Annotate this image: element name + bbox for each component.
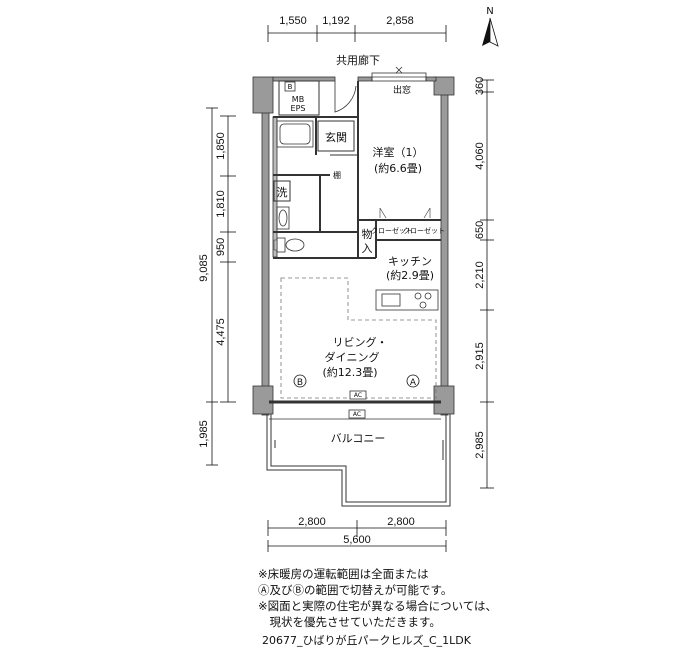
corridor-label: 共用廊下 xyxy=(336,53,380,67)
bathtub-icon xyxy=(276,120,314,148)
toilet-icon xyxy=(276,237,305,253)
top-dimension-line xyxy=(267,25,447,42)
living-label-2: ダイニング xyxy=(325,350,380,364)
bay-window xyxy=(371,66,427,82)
right-dim-6: 2,985 xyxy=(474,431,486,459)
wash-label: 洗 xyxy=(277,186,288,199)
ac-unit-outdoor xyxy=(348,409,366,419)
zone-a-marker xyxy=(406,374,420,388)
mb-eps-box xyxy=(278,80,320,116)
left-dim-4: 4,475 xyxy=(215,318,227,346)
living-label-1: リビング・ xyxy=(333,335,388,349)
closet-label-2: クローゼット xyxy=(403,226,445,235)
floor-heating-zone xyxy=(280,277,437,399)
left-dimension-lines xyxy=(206,107,236,466)
closet-label-1: クローゼット xyxy=(371,226,413,235)
top-dim-1: 1,550 xyxy=(279,15,307,27)
storage-label-2: 入 xyxy=(362,242,373,255)
interior-walls xyxy=(269,81,441,404)
top-dim-2: 1,192 xyxy=(322,15,350,27)
mb-b-box xyxy=(284,81,296,92)
zone-b-label: B xyxy=(297,378,303,388)
right-dimension-line xyxy=(480,79,494,489)
kitchen-size: (約2.9畳) xyxy=(386,268,434,282)
right-dim-5: 2,915 xyxy=(474,342,486,370)
floor-plan: 1,550 1,192 2,858 N 共用廊下 1,850 1,810 950… xyxy=(198,6,499,552)
storage-label-1: 物 xyxy=(362,227,373,241)
left-dim-2: 1,810 xyxy=(215,190,227,218)
bottom-total-dim: 5,600 xyxy=(343,534,371,546)
bottom-dimension-lines xyxy=(267,520,447,552)
left-dim-3: 950 xyxy=(215,238,227,256)
eps-label: EPS xyxy=(291,104,306,113)
bottom-dim-1: 2,800 xyxy=(298,516,326,528)
left-total-dim: 9,085 xyxy=(198,254,210,282)
western-room-label: 洋室（1） xyxy=(373,145,424,159)
ac-unit-indoor xyxy=(349,390,367,400)
entrance-box xyxy=(317,120,355,152)
western-room-size: (約6.6畳) xyxy=(374,161,422,175)
kitchen-label: キッチン xyxy=(388,255,432,268)
right-dim-3: 650 xyxy=(474,221,486,239)
north-label: N xyxy=(486,6,493,17)
bay-window-label: 出窓 xyxy=(393,84,411,96)
ac-outdoor-label: AC xyxy=(353,411,361,418)
kitchen-counter xyxy=(375,289,439,311)
ac-indoor-label: AC xyxy=(354,392,362,399)
entrance-door-swing xyxy=(334,81,357,113)
note-line-2: Ⓐ及びⒷの範囲で切替えが可能です。 xyxy=(258,583,453,597)
left-balcony-dim: 1,985 xyxy=(198,420,210,448)
shoebox-label: 棚 xyxy=(333,170,341,180)
zone-b-marker xyxy=(293,374,307,388)
left-dim-1: 1,850 xyxy=(215,132,227,160)
toilet-side-box xyxy=(273,239,278,251)
balcony-outline xyxy=(266,414,451,507)
file-caption: 20677_ひばりが丘パークヒルズ_C_1LDK xyxy=(262,634,471,647)
notes: ※床暖房の運転範囲は全面または Ⓐ及びⒷの範囲で切替えが可能です。 ※図面と実際… xyxy=(258,566,678,630)
right-dim-1: 360 xyxy=(474,77,486,95)
mb-label: MB xyxy=(292,95,304,104)
note-line-1: ※床暖房の運転範囲は全面または xyxy=(258,567,429,581)
note-line-4: 現状を優先させていただきます。 xyxy=(258,615,441,629)
wash-box xyxy=(273,180,291,202)
right-dim-4: 2,210 xyxy=(474,261,486,289)
bottom-dim-2: 2,800 xyxy=(387,516,415,528)
mb-b-label: B xyxy=(288,83,293,91)
closet-doors xyxy=(379,207,431,219)
washbasin-icon xyxy=(276,206,290,230)
entrance-label: 玄関 xyxy=(325,130,347,144)
zone-a-label: A xyxy=(410,378,417,388)
balcony-label: バルコニー xyxy=(331,432,386,445)
north-arrow-icon xyxy=(482,17,499,47)
living-size: (約12.3畳) xyxy=(322,365,377,379)
right-dim-2: 4,060 xyxy=(474,142,486,170)
top-dim-3: 2,858 xyxy=(386,15,414,27)
note-line-3: ※図面と実際の住宅が異なる場合については、 xyxy=(258,599,498,613)
